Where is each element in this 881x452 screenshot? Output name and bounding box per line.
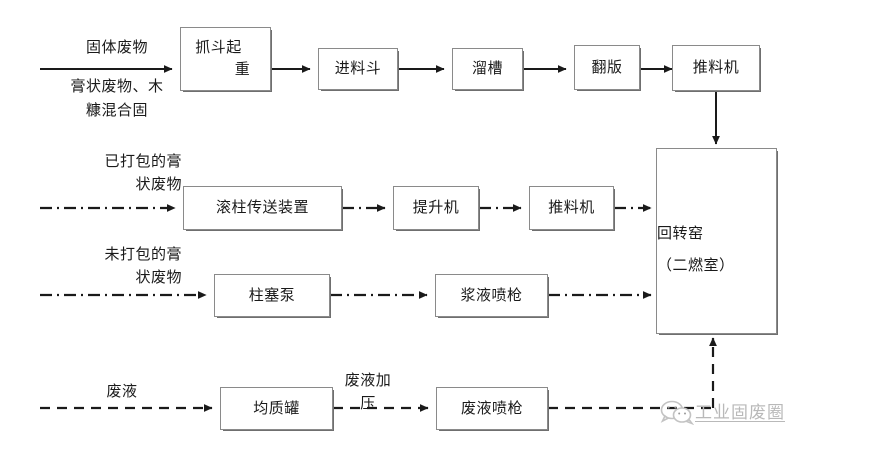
node-grab-crane-line-1: 抓斗起 [195, 38, 242, 57]
node-feed-hopper[interactable]: 进料斗 [318, 48, 398, 90]
node-slurry-gun-label: 浆液喷枪 [460, 285, 523, 304]
node-flip-plate-label: 翻版 [591, 57, 623, 76]
node-plunger-pump-label: 柱塞泵 [248, 285, 296, 304]
node-feed-hopper-label: 进料斗 [334, 59, 382, 78]
node-roller-conveyor-label: 滚柱传送装置 [215, 198, 309, 217]
input-unpacked-line-1: 未打包的膏 [104, 245, 182, 263]
input-label-solid-waste: 固体废物 膏状废物、木 糠混合固 [42, 36, 192, 122]
node-chute[interactable]: 溜槽 [452, 48, 523, 90]
node-roller-conveyor[interactable]: 滚柱传送装置 [183, 186, 342, 230]
input-liquid-line-1: 废液 [106, 382, 138, 400]
node-rotary-kiln-line-2: （二燃室） [657, 256, 735, 274]
watermark: 工业固废圈 [660, 398, 785, 425]
node-elevator[interactable]: 提升机 [393, 186, 479, 230]
node-grab-crane-line-2: 重 [234, 60, 251, 78]
node-chute-label: 溜槽 [471, 59, 503, 78]
pressurize-line-2: 压 [360, 394, 376, 413]
input-label-waste-liquid: 废液 [62, 380, 182, 403]
node-grab-crane[interactable]: 抓斗起 重 [180, 27, 271, 91]
node-pusher-mid-label: 推料机 [548, 198, 595, 217]
input-unpacked-line-2: 状废物 [135, 268, 182, 287]
node-waste-liquid-gun[interactable]: 废液喷枪 [436, 387, 548, 430]
node-rotary-kiln[interactable]: 回转窑 （二燃室） [656, 148, 777, 334]
input-solid-line-1: 固体废物 [85, 38, 148, 56]
wechat-icon [660, 399, 695, 425]
node-pusher-top[interactable]: 推料机 [672, 45, 760, 91]
pressurize-line-1: 废液加 [344, 371, 392, 389]
node-waste-liquid-gun-label: 废液喷枪 [460, 398, 523, 417]
node-pusher-mid[interactable]: 推料机 [529, 186, 614, 230]
node-rotary-kiln-line-1: 回转窑 [657, 224, 704, 243]
node-flip-plate[interactable]: 翻版 [574, 45, 640, 90]
input-label-unpacked-paste: 未打包的膏 状废物 [42, 243, 182, 290]
input-solid-line-2: 膏状废物、木 [70, 77, 164, 96]
node-plunger-pump[interactable]: 柱塞泵 [214, 274, 330, 317]
input-label-packed-paste: 已打包的膏 状废物 [42, 150, 182, 197]
node-homogenize-tank[interactable]: 均质罐 [220, 387, 333, 430]
node-homogenize-tank-label: 均质罐 [253, 398, 300, 417]
node-slurry-gun[interactable]: 浆液喷枪 [435, 274, 548, 317]
watermark-text: 工业固废圈 [695, 403, 785, 423]
node-elevator-label: 提升机 [412, 198, 460, 217]
node-pusher-top-label: 推料机 [692, 58, 740, 77]
input-packed-line-2: 状废物 [135, 175, 182, 194]
input-solid-line-3: 糠混合固 [85, 100, 148, 119]
input-packed-line-1: 已打包的膏 [104, 152, 182, 170]
edge-label-pressurize: 废液加 压 [320, 369, 416, 416]
